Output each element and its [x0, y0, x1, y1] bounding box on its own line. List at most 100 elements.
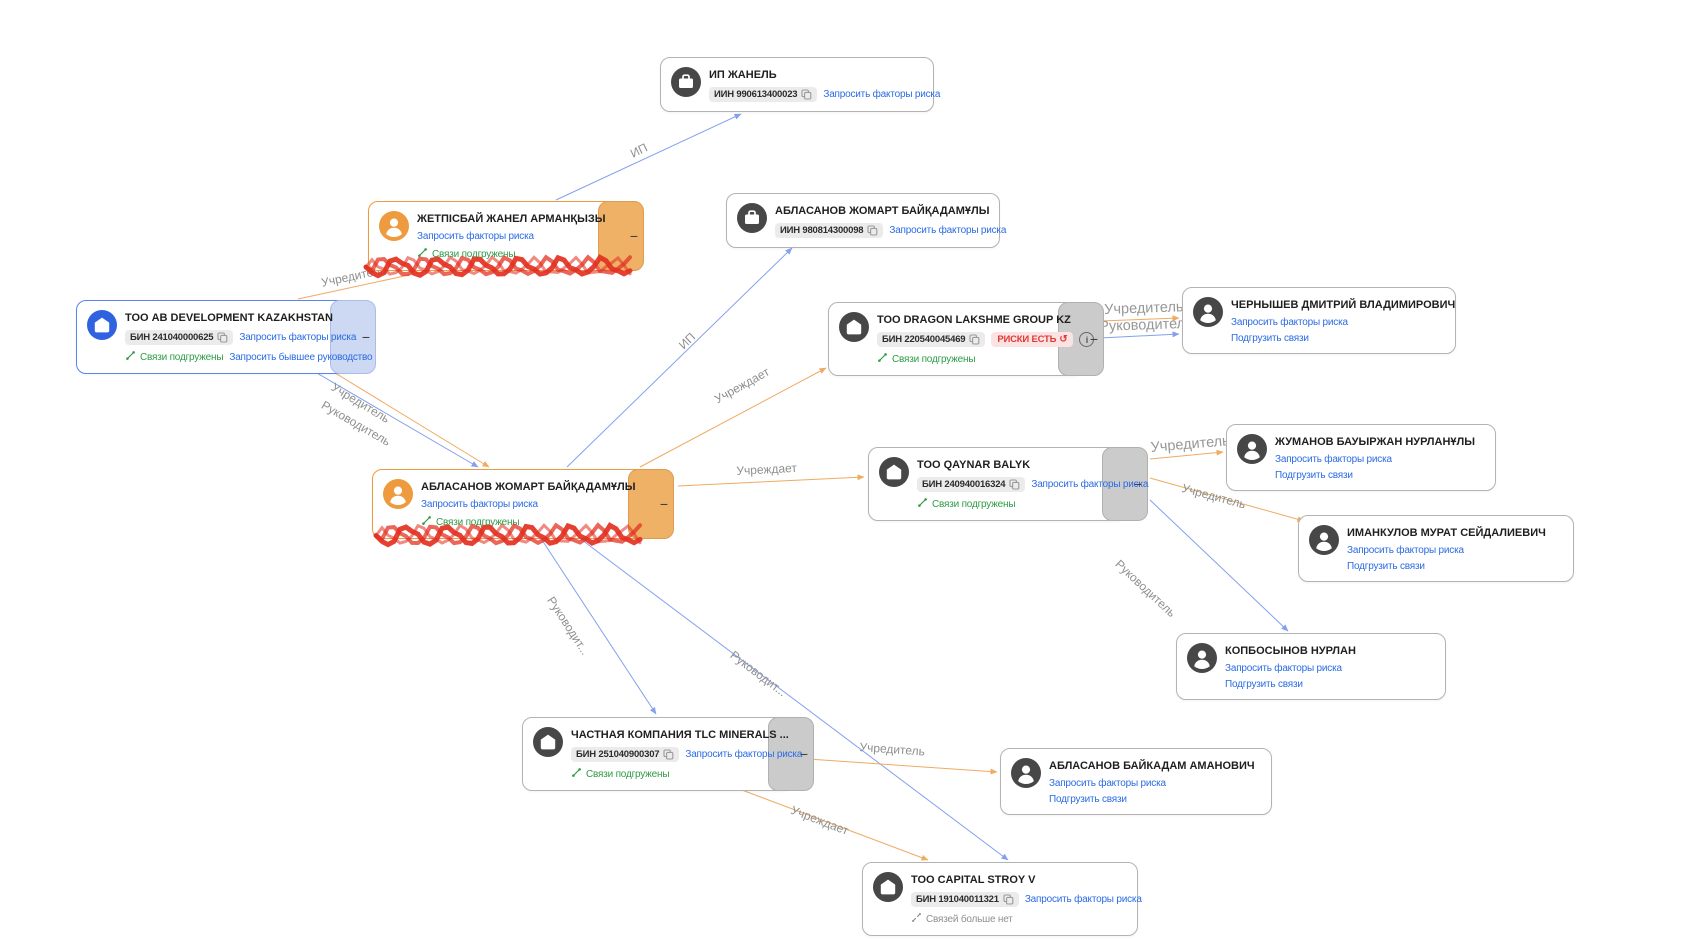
company-icon	[533, 727, 563, 757]
refresh-icon[interactable]: ↺	[1059, 334, 1068, 346]
risk-badge[interactable]: РИСКИ ЕСТЬ↺	[991, 332, 1074, 348]
request-risk-factors-link[interactable]: Запросить факторы риска	[1231, 317, 1348, 329]
node-title: ТОО CAPITAL STROY V	[911, 874, 1036, 886]
id-badge: БИН 240940016324	[917, 477, 1026, 493]
request-risk-factors-link[interactable]: Запросить факторы риска	[889, 225, 1007, 237]
node-title: АБЛАСАНОВ БАЙКАДАМ АМАНОВИЧ	[1049, 760, 1255, 772]
edge-label: Руководитель	[1099, 315, 1193, 335]
load-connections-link[interactable]: Подгрузить связи	[1275, 470, 1353, 482]
collapse-node-button[interactable]: −	[799, 746, 808, 763]
request-risk-factors-link[interactable]: Запросить факторы риска	[685, 749, 803, 761]
node-row: БИН 240940016324 Запросить факторы риска	[917, 477, 1148, 493]
copy-icon[interactable]	[663, 749, 674, 760]
link-icon	[877, 352, 888, 366]
id-badge: ИИН 980814300098	[775, 223, 884, 239]
broken-link-icon	[911, 912, 922, 926]
load-connections-link[interactable]: Подгрузить связи	[1347, 561, 1425, 573]
node-row: Подгрузить связи	[1049, 794, 1255, 805]
graph-node-chernyshev[interactable]: ЧЕРНЫШЕВ ДМИТРИЙ ВЛАДИМИРОВИЧ Запросить ф…	[1182, 287, 1456, 355]
edge-dragon-lakshme-to-chernyshev	[1099, 331, 1180, 339]
company-icon	[873, 872, 903, 902]
copy-icon[interactable]	[217, 332, 228, 343]
copy-icon[interactable]	[1003, 894, 1014, 905]
links-loaded-status: Связи подгружены	[417, 247, 516, 261]
collapse-node-button[interactable]: −	[1089, 331, 1098, 348]
request-risk-factors-link[interactable]: Запросить факторы риска	[421, 499, 538, 511]
request-risk-factors-link[interactable]: Запросить факторы риска	[1024, 894, 1142, 906]
request-risk-factors-link[interactable]: Запросить факторы риска	[1225, 663, 1342, 675]
links-loaded-status: Связи подгружены	[421, 515, 520, 529]
node-title: ЖУМАНОВ БАУЫРЖАН НУРЛАНҰЛЫ	[1275, 436, 1476, 448]
person-icon	[1237, 434, 1267, 464]
node-row: Подгрузить связи	[1231, 333, 1445, 344]
graph-node-tlc-minerals[interactable]: −ЧАСТНАЯ КОМПАНИЯ TLC MINERALS ... БИН 25…	[522, 717, 814, 792]
edge-label: Руководитель	[1112, 557, 1179, 620]
request-risk-factors-link[interactable]: Запросить факторы риска	[239, 332, 357, 344]
node-side-tab	[1102, 447, 1148, 522]
request-risk-factors-link[interactable]: Запросить факторы риска	[1347, 545, 1464, 557]
collapse-node-button[interactable]: −	[361, 329, 370, 346]
person-icon	[383, 479, 413, 509]
edge-label: Учредитель	[1150, 433, 1231, 456]
edge-ablasanov-center-to-tlc-minerals	[539, 536, 657, 715]
load-connections-link[interactable]: Подгрузить связи	[1225, 679, 1303, 691]
node-row: Запросить факторы риска	[1225, 663, 1356, 674]
links-loaded-status: Связи подгружены	[571, 767, 670, 781]
edge-label: Учреждает	[712, 364, 772, 407]
graph-node-zhumanov[interactable]: ЖУМАНОВ БАУЫРЖАН НУРЛАНҰЛЫ Запросить факт…	[1226, 424, 1496, 492]
node-title: ЧАСТНАЯ КОМПАНИЯ TLC MINERALS ...	[571, 729, 789, 741]
copy-icon[interactable]	[1009, 479, 1020, 490]
edge-label: ИП	[628, 140, 650, 161]
edge-label: Руководит...	[727, 648, 790, 700]
load-connections-link[interactable]: Подгрузить связи	[1049, 794, 1127, 806]
node-row: Запросить факторы риска	[1347, 545, 1546, 556]
request-risk-factors-link[interactable]: Запросить факторы риска	[1031, 479, 1149, 491]
request-risk-factors-link[interactable]: Запросить факторы риска	[1049, 778, 1166, 790]
collapse-node-button[interactable]: −	[659, 496, 668, 513]
id-badge: БИН 220540045469	[877, 332, 986, 348]
node-row: Подгрузить связи	[1225, 679, 1356, 690]
request-risk-factors-link[interactable]: Запросить факторы риска	[1275, 454, 1392, 466]
edge-ablasanov-center-to-qaynar-balyk	[677, 474, 865, 487]
node-row: ИИН 980814300098 Запросить факторы риска	[775, 223, 1006, 239]
collapse-node-button[interactable]: −	[629, 228, 638, 245]
request-former-management-link[interactable]: Запросить бывшее руководство	[229, 351, 373, 363]
edge-ablasanov-center-to-ablasanov-top	[566, 247, 793, 468]
request-risk-factors-link[interactable]: Запросить факторы риска	[417, 231, 534, 243]
edge-zhetpisbay-to-ip-zhanel	[555, 113, 742, 201]
copy-icon[interactable]	[801, 89, 812, 100]
company-icon	[839, 312, 869, 342]
load-connections-link[interactable]: Подгрузить связи	[1231, 333, 1309, 345]
node-row: Связи подгружены	[421, 515, 635, 529]
request-risk-factors-link[interactable]: Запросить факторы риска	[823, 89, 941, 101]
collapse-node-button[interactable]: −	[1133, 476, 1142, 493]
edge-label: Учреждает	[788, 803, 851, 838]
node-title: ЧЕРНЫШЕВ ДМИТРИЙ ВЛАДИМИРОВИЧ	[1231, 299, 1456, 311]
graph-node-ablasanov-baykadam[interactable]: АБЛАСАНОВ БАЙКАДАМ АМАНОВИЧ Запросить фак…	[1000, 748, 1272, 816]
info-icon[interactable]: i	[1079, 332, 1095, 348]
copy-icon[interactable]	[969, 334, 980, 345]
edge-label: ИП	[676, 330, 699, 353]
copy-icon[interactable]	[867, 225, 878, 236]
